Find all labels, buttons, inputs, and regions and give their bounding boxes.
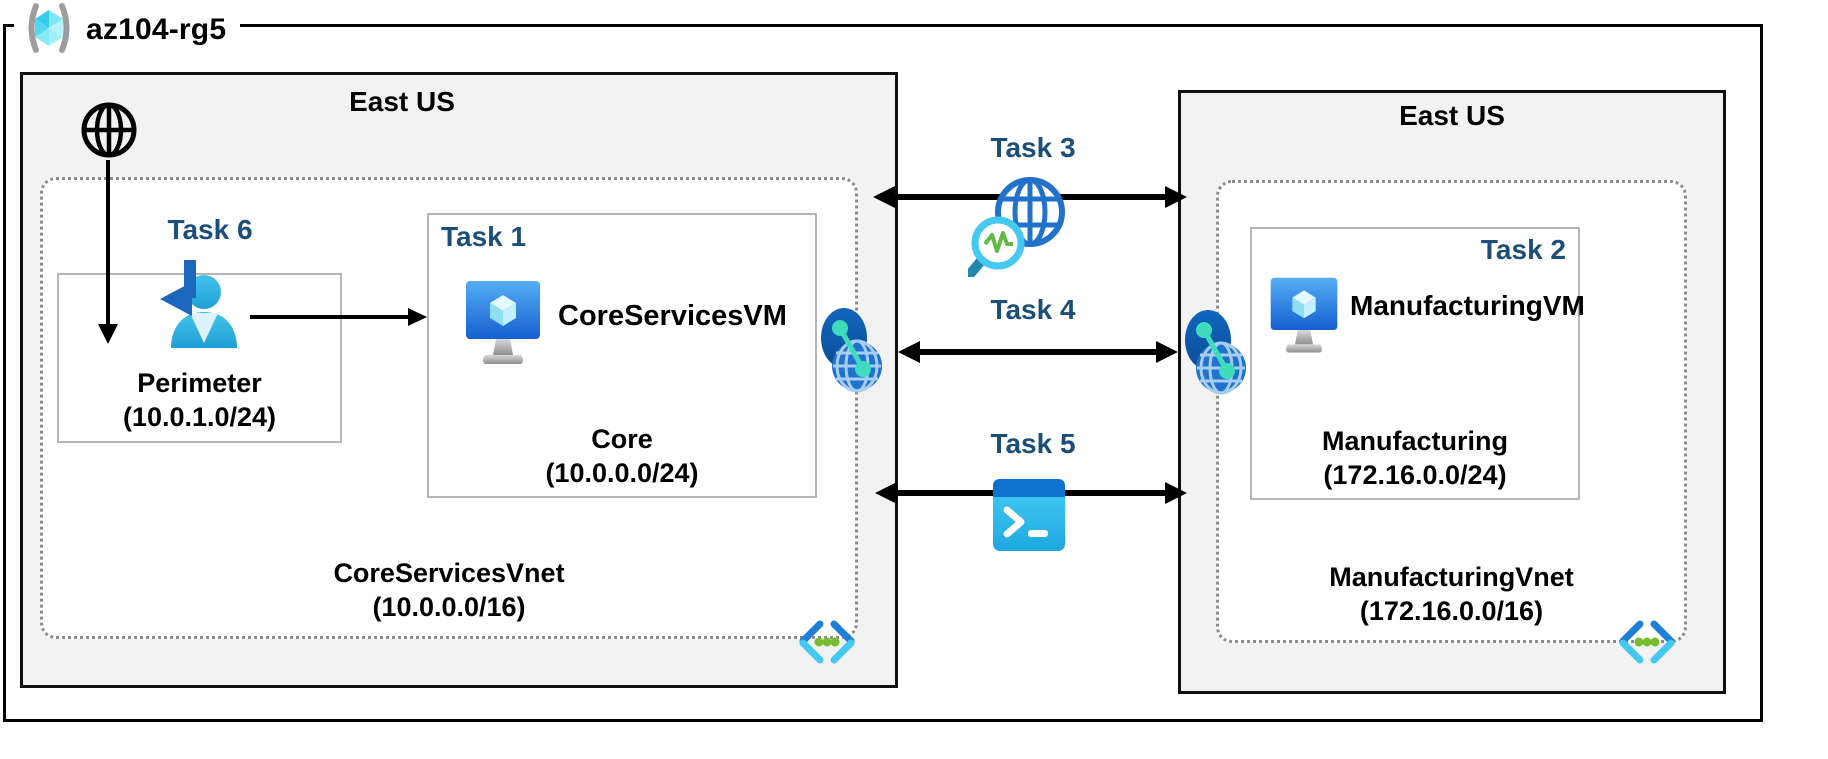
task4-label: Task 4 <box>990 294 1076 325</box>
task2-label: Task 2 <box>1480 234 1566 265</box>
virtual-machine-icon <box>463 279 543 384</box>
virtual-network-icon <box>798 620 856 671</box>
resource-group-label: az104-rg5 <box>14 0 241 62</box>
perimeter-subnet-name: Perimeter <box>137 368 262 398</box>
cloud-shell-icon <box>992 478 1066 557</box>
resource-group-name: az104-rg5 <box>86 13 227 46</box>
virtual-network-icon <box>1618 620 1676 671</box>
core-services-vnet-label: CoreServicesVnet (10.0.0.0/16) <box>40 556 858 624</box>
internet-to-perimeter-arrowhead <box>98 324 118 344</box>
network-watcher-icon <box>966 172 1068 282</box>
task2-manufacturing-box <box>1250 227 1580 500</box>
manufacturing-subnet-name: Manufacturing <box>1322 426 1508 456</box>
manufacturing-vnet-label: ManufacturingVnet (172.16.0.0/16) <box>1216 560 1687 628</box>
perimeter-subnet-cidr: (10.0.1.0/24) <box>122 402 277 432</box>
left-region-title: East US <box>349 86 455 117</box>
task4-arrow-line <box>918 349 1158 355</box>
manufacturing-subnet-cidr: (172.16.0.0/24) <box>1323 460 1507 490</box>
manufacturing-subnet-label: Manufacturing (172.16.0.0/24) <box>1250 424 1580 492</box>
core-subnet-cidr: (10.0.0.0/24) <box>545 458 699 488</box>
signin-user-icon <box>146 256 242 357</box>
task5-arrowhead-left <box>875 482 897 504</box>
manufacturing-vnet-name: ManufacturingVnet <box>1329 562 1574 592</box>
task4-arrowhead-right <box>1156 341 1178 363</box>
internet-globe-icon <box>80 101 138 164</box>
core-subnet-label: Core (10.0.0.0/24) <box>427 422 817 490</box>
right-region-title: East US <box>1399 100 1505 131</box>
task3-arrowhead-left <box>873 186 895 208</box>
core-services-vnet-name: CoreServicesVnet <box>333 558 565 588</box>
task4-arrowhead-left <box>898 341 920 363</box>
manufacturing-vnet-cidr: (172.16.0.0/16) <box>1359 596 1544 626</box>
task3-arrowhead-right <box>1165 186 1187 208</box>
manufacturing-vm-label: ManufacturingVM <box>1350 290 1585 321</box>
task5-label: Task 5 <box>990 428 1076 459</box>
vnet-peering-icon <box>1184 308 1246 403</box>
core-subnet-name: Core <box>591 424 653 454</box>
perimeter-to-core-arrow-line <box>250 315 410 319</box>
virtual-machine-icon <box>1268 276 1340 371</box>
perimeter-subnet-label: Perimeter (10.0.1.0/24) <box>57 366 342 434</box>
perimeter-to-core-arrowhead <box>408 308 427 326</box>
task6-label: Task 6 <box>167 214 253 245</box>
internet-to-perimeter-arrow-line <box>106 160 110 326</box>
core-services-vm-label: CoreServicesVM <box>558 300 787 332</box>
task1-label: Task 1 <box>441 221 527 252</box>
resource-group-icon <box>20 0 78 62</box>
core-services-vnet-cidr: (10.0.0.0/16) <box>372 592 526 622</box>
resource-group-boundary <box>3 24 1763 722</box>
task3-label: Task 3 <box>990 132 1076 163</box>
vnet-peering-icon <box>820 306 882 401</box>
task5-arrowhead-right <box>1165 482 1187 504</box>
